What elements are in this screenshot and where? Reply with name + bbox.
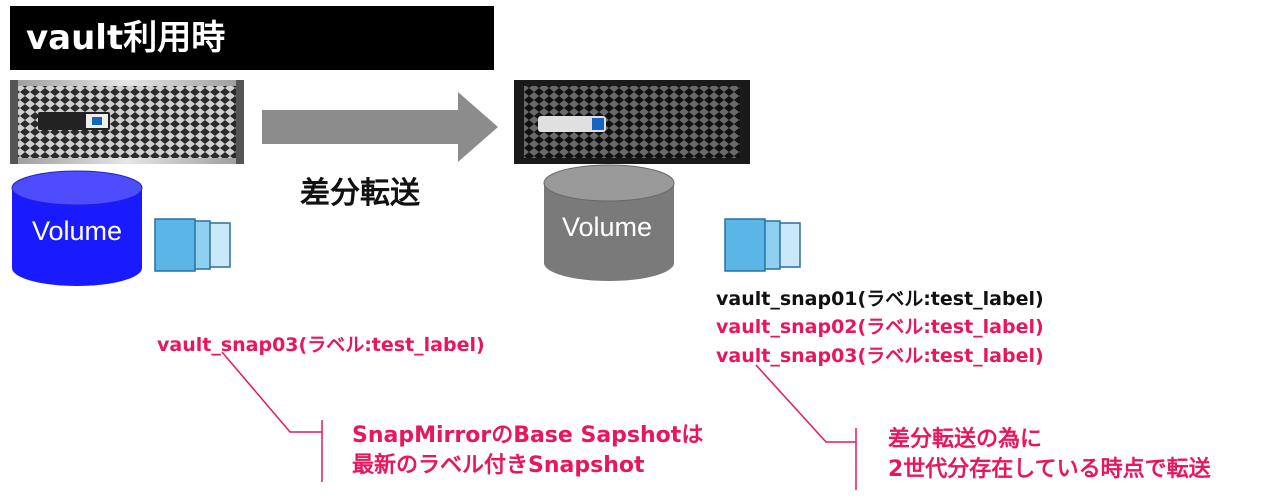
transfer-condition-note: 差分転送の為に 2世代分存在している時点で転送 [888, 425, 1211, 485]
transfer-label: 差分転送 [300, 176, 420, 211]
base-snapshot-note-line1: SnapMirrorのBase Sapshotは [352, 423, 704, 448]
destination-storage-device [514, 80, 750, 164]
destination-snapshot-icon [724, 218, 801, 272]
source-volume-cylinder [11, 170, 143, 286]
destination-volume-cylinder [543, 164, 675, 281]
destination-volume-label: Volume [561, 212, 653, 242]
source-volume-label: Volume [31, 216, 123, 246]
transfer-condition-note-line2: 2世代分存在している時点で転送 [888, 457, 1211, 482]
base-snapshot-note-line2: 最新のラベル付きSnapshot [352, 453, 645, 478]
transfer-arrow [262, 92, 498, 162]
source-snapshot-label: vault_snap03(ラベル:test_label) [157, 334, 485, 356]
transfer-condition-note-line1: 差分転送の為に [888, 427, 1043, 452]
page-title: vault利用時 [10, 6, 494, 70]
base-snapshot-note: SnapMirrorのBase Sapshotは 最新のラベル付きSnapsho… [352, 421, 703, 481]
source-snapshot-icon [154, 218, 231, 272]
destination-snapshot-label-3: vault_snap03(ラベル:test_label) [716, 345, 1044, 367]
destination-snapshot-label-2: vault_snap02(ラベル:test_label) [716, 316, 1044, 338]
destination-snapshot-label-1: vault_snap01(ラベル:test_label) [716, 288, 1044, 310]
source-storage-device [10, 80, 244, 164]
